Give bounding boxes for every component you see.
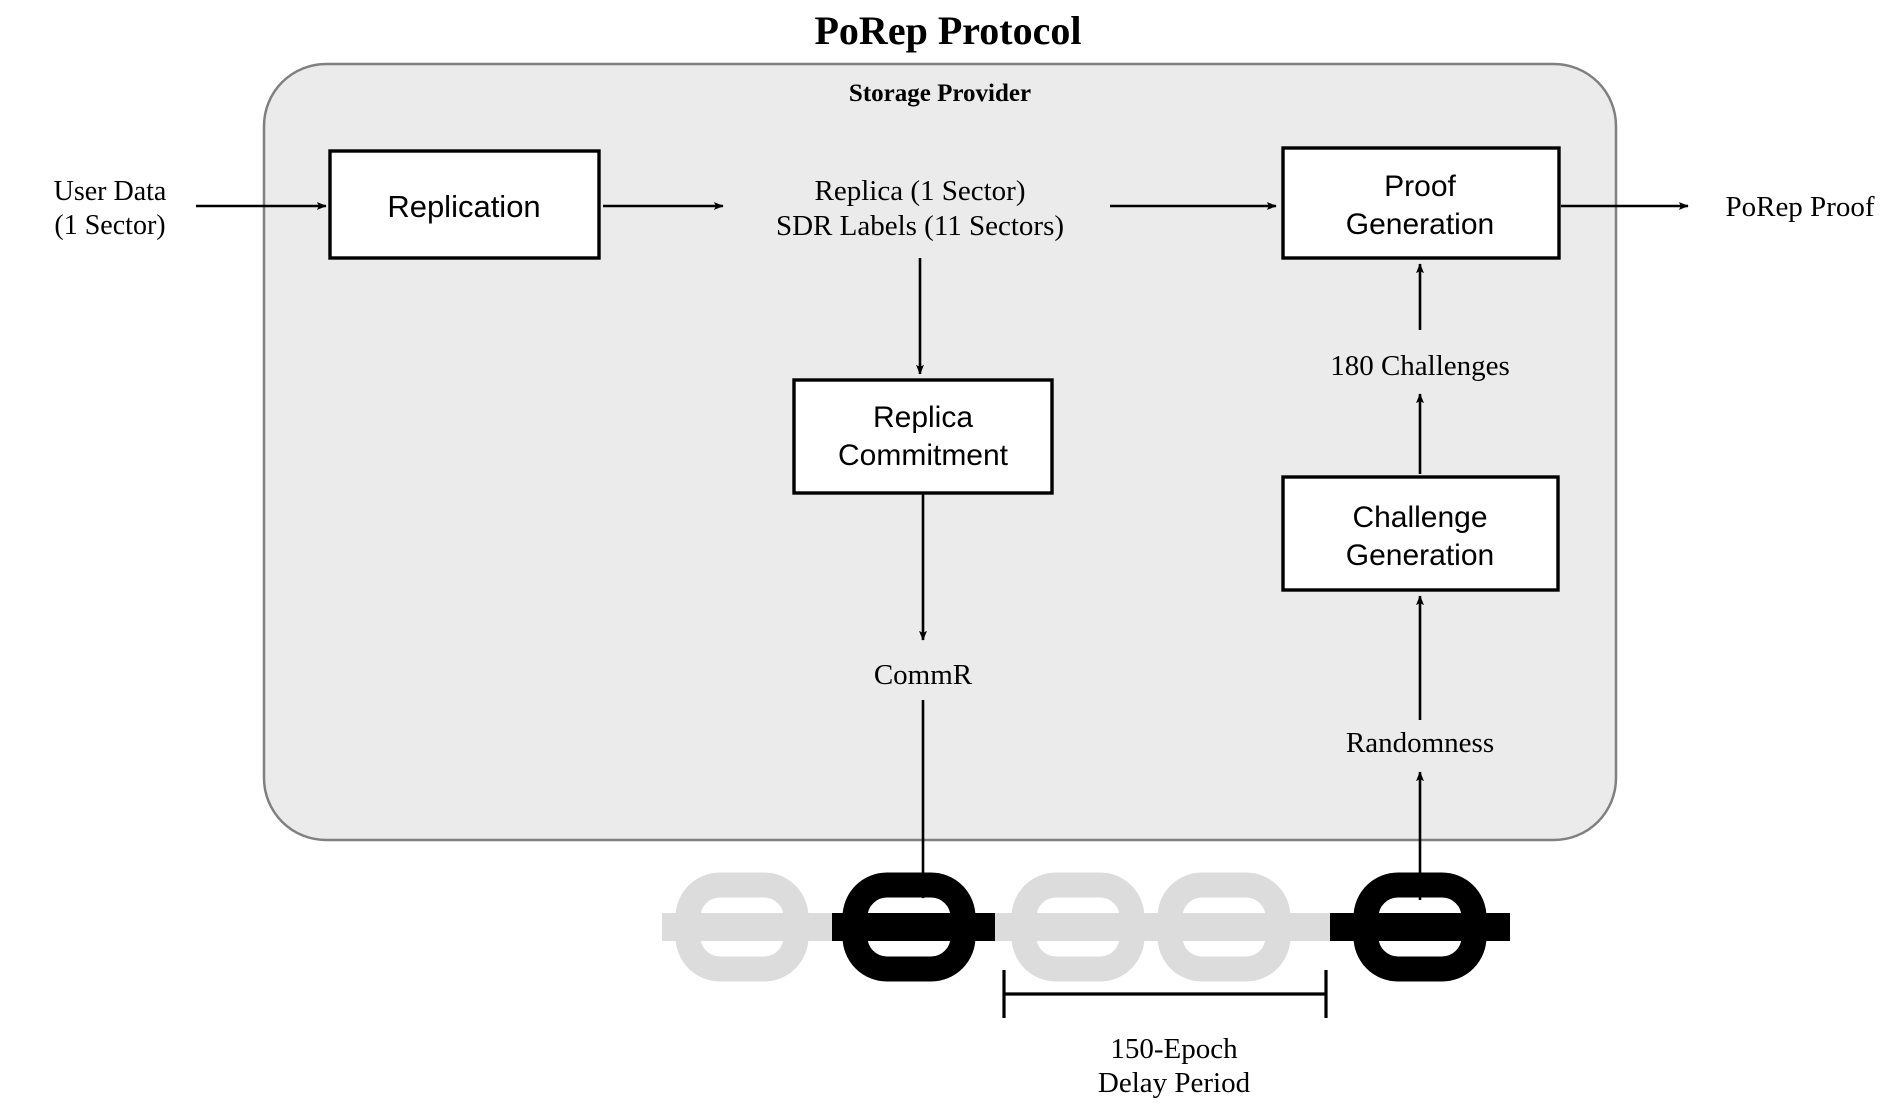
replica-label-line2: SDR Labels (11 Sectors): [776, 210, 1064, 242]
chain-link-0: [675, 872, 809, 982]
user-data-label-line1: User Data: [54, 176, 167, 207]
box-replication-label: Replication: [387, 189, 540, 224]
chain-link-4: [1353, 872, 1487, 982]
box-proof-generation[interactable]: [1281, 146, 1561, 260]
chain-link-3: [1157, 872, 1291, 982]
chain-link-2: [1011, 872, 1145, 982]
chain-link-1: [842, 872, 976, 982]
box-proof-generation-line2: Generation: [1346, 208, 1494, 241]
challenges-label: 180 Challenges: [1330, 350, 1510, 382]
commr-label: CommR: [874, 659, 973, 691]
delay-period-bracket: [1002, 970, 1328, 1018]
randomness-label: Randomness: [1346, 727, 1494, 759]
storage-provider-label: Storage Provider: [849, 80, 1031, 107]
box-challenge-generation-line2: Generation: [1346, 539, 1494, 572]
box-replication[interactable]: [328, 149, 601, 260]
replica-label-line1: Replica (1 Sector): [815, 175, 1026, 207]
delay-period-label-line1: 150-Epoch: [1110, 1033, 1238, 1065]
user-data-label-line2: (1 Sector): [54, 210, 165, 241]
box-replica-commitment[interactable]: [792, 378, 1054, 495]
page-title: PoRep Protocol: [815, 8, 1082, 53]
box-proof-generation-line1: Proof: [1384, 170, 1456, 203]
blockchain-chain: [662, 872, 1510, 982]
box-challenge-generation-line1: Challenge: [1352, 501, 1487, 534]
box-replica-commitment-line1: Replica: [873, 401, 973, 434]
delay-period-label-line2: Delay Period: [1098, 1067, 1251, 1099]
porep-proof-label: PoRep Proof: [1725, 191, 1874, 223]
box-challenge-generation[interactable]: [1281, 475, 1560, 592]
box-replica-commitment-line2: Commitment: [838, 439, 1009, 472]
